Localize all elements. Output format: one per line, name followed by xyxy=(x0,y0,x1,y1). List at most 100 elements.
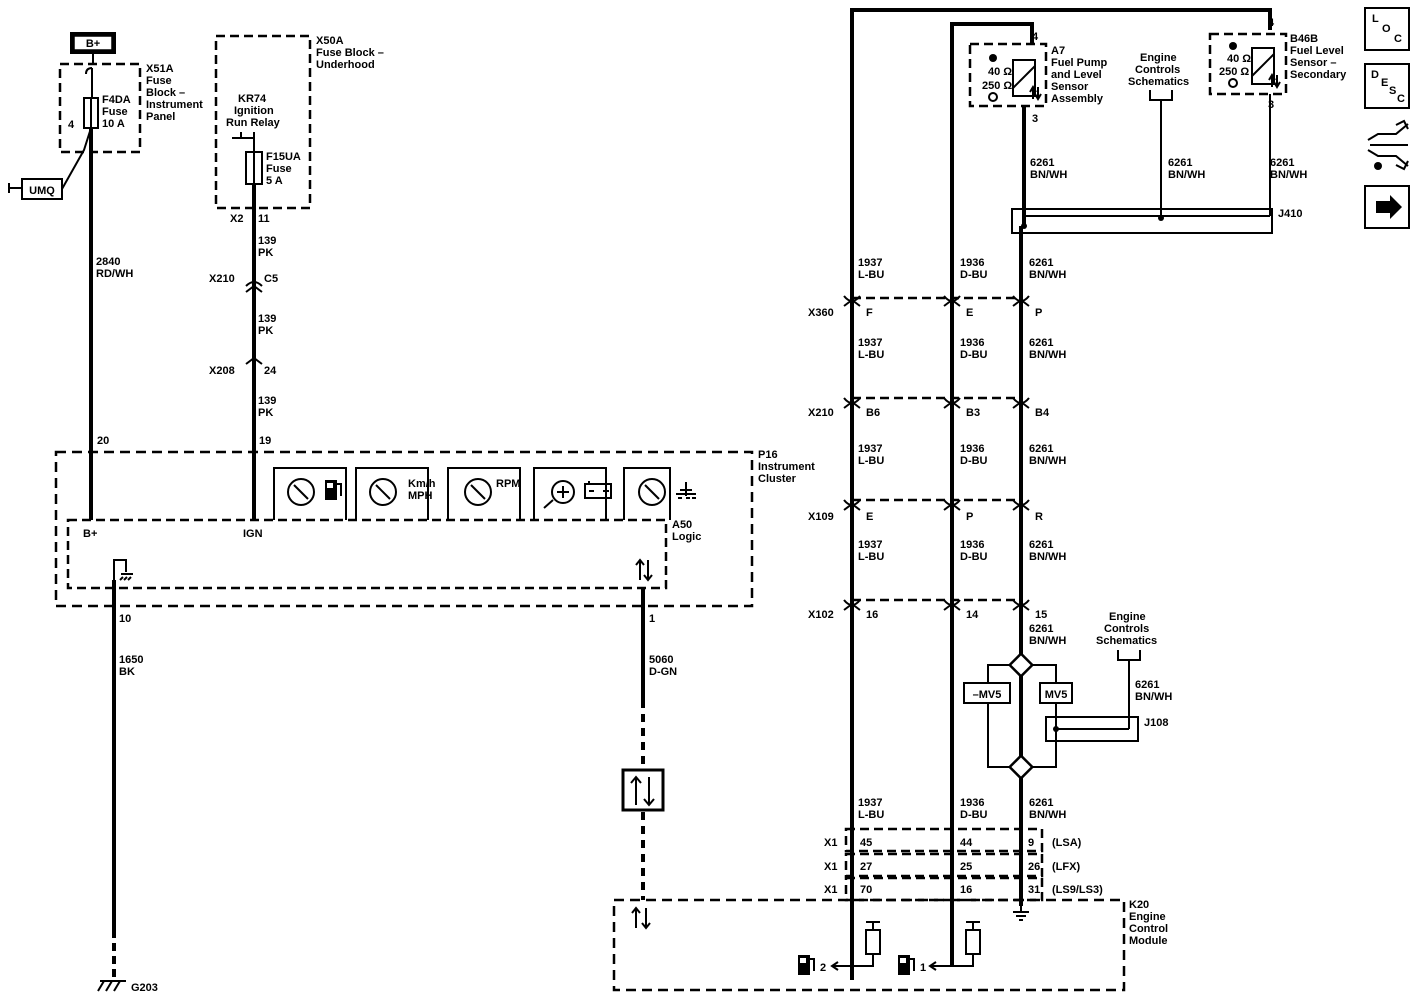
fuse-block-uh-l2: Underhood xyxy=(316,59,375,71)
j410-label: J410 xyxy=(1278,208,1302,220)
connector-x102: X102 16 14 15 xyxy=(808,598,1047,621)
svg-text:L-BU: L-BU xyxy=(858,349,884,361)
svg-text:X360: X360 xyxy=(808,307,834,319)
svg-text:1936: 1936 xyxy=(960,337,984,349)
a7-fuel-pump-assembly: 40 Ω 250 Ω 4 3 A7 Fuel Pump and Level Se… xyxy=(968,31,1108,125)
logic-ground xyxy=(113,559,133,581)
svg-text:1937: 1937 xyxy=(858,257,882,269)
fuse-f4da-id: F4DA xyxy=(102,94,131,106)
svg-text:D: D xyxy=(1371,69,1379,81)
fuse-f15ua-id: F15UA xyxy=(266,151,301,163)
bplus-source: B+ xyxy=(70,32,116,64)
svg-text:6261: 6261 xyxy=(1029,539,1053,551)
svg-text:(LSA): (LSA) xyxy=(1052,837,1082,849)
svg-text:25: 25 xyxy=(960,861,972,873)
wire-6261-num-a: 6261 xyxy=(1030,157,1054,169)
relay-l2: Run Relay xyxy=(226,117,281,129)
svg-text:Controls: Controls xyxy=(1104,623,1149,635)
svg-text:1937: 1937 xyxy=(858,539,882,551)
svg-text:1937: 1937 xyxy=(858,797,882,809)
fuse-block-ip-l1: Fuse xyxy=(146,75,172,87)
wire-5060-num: 5060 xyxy=(649,654,673,666)
temp-gauge xyxy=(623,467,696,520)
fuse-f15ua-l1: Fuse xyxy=(266,163,292,175)
out-2: 2 xyxy=(820,962,826,974)
data-arrows-icon xyxy=(635,558,653,582)
b46b-l3: Secondary xyxy=(1290,69,1347,81)
pin-10: 10 xyxy=(119,613,131,625)
svg-text:6261: 6261 xyxy=(1029,623,1053,635)
svg-text:C: C xyxy=(1394,33,1402,45)
fuel-gauge xyxy=(273,467,347,520)
x210-c5-conn: X210 xyxy=(209,273,235,285)
svg-text:6261: 6261 xyxy=(1029,257,1053,269)
cluster-l2: Cluster xyxy=(758,473,797,485)
ecs-top-l2: Controls xyxy=(1135,64,1180,76)
svg-text:BN/WH: BN/WH xyxy=(1135,691,1172,703)
svg-text:X1: X1 xyxy=(824,861,837,873)
cluster-l1: Instrument xyxy=(758,461,815,473)
svg-text:L-BU: L-BU xyxy=(858,269,884,281)
connector-x1-ls: X1 70 16 31 (LS9/LS3) xyxy=(824,876,1103,902)
wire-6261-color-c: BN/WH xyxy=(1270,169,1307,181)
pin-20: 20 xyxy=(97,435,109,447)
x2-conn: X2 xyxy=(230,213,243,225)
svg-text:6261: 6261 xyxy=(1029,337,1053,349)
relay-l1: Ignition xyxy=(234,105,274,117)
svg-text:26: 26 xyxy=(1028,861,1040,873)
svg-text:BN/WH: BN/WH xyxy=(1029,455,1066,467)
svg-text:(LS9/LS3): (LS9/LS3) xyxy=(1052,884,1103,896)
fuse-f15ua: F15UA Fuse 5 A xyxy=(245,151,301,187)
fuel-pump-icon-2 xyxy=(798,955,815,975)
ecm-id: K20 xyxy=(1129,899,1149,911)
fuse-block-ip-l2: Block – xyxy=(146,87,185,99)
a7-l2: and Level xyxy=(1051,69,1102,81)
wire-139-color-b: PK xyxy=(258,325,273,337)
svg-text:BN/WH: BN/WH xyxy=(1029,349,1066,361)
svg-text:O: O xyxy=(1382,23,1391,35)
fuse-f4da: F4DA Fuse 10 A 4 xyxy=(68,67,131,131)
instrument-cluster: P16 Instrument Cluster A50 Logic B+ IGN xyxy=(54,449,815,608)
description-button[interactable]: D E S C xyxy=(1364,63,1410,109)
fuse-block-ip-l3: Instrument xyxy=(146,99,203,111)
svg-text:BN/WH: BN/WH xyxy=(1029,269,1066,281)
ecm-l3: Module xyxy=(1129,935,1168,947)
svg-text:X1: X1 xyxy=(824,837,837,849)
pin-1: 1 xyxy=(649,613,655,625)
engine-controls-ref-mid: Engine Controls Schematics xyxy=(1096,611,1157,729)
svg-text:D-BU: D-BU xyxy=(960,551,988,563)
svg-text:S: S xyxy=(1389,85,1396,97)
b46b-l1: Fuel Level xyxy=(1290,45,1344,57)
connector-x360: X360 F E P xyxy=(808,295,1042,319)
x210-c5-pin: C5 xyxy=(264,273,278,285)
fuel-pump-icon-1 xyxy=(898,955,915,975)
wire-1936 xyxy=(950,22,1034,966)
svg-text:15: 15 xyxy=(1035,609,1047,621)
umq-label: UMQ xyxy=(29,185,55,197)
wire-139-num-c: 139 xyxy=(258,395,276,407)
a7-id: A7 xyxy=(1051,45,1065,57)
splice-j108: J108 xyxy=(1045,716,1168,742)
serial-data-icon xyxy=(621,768,665,812)
fuse-block-uh: X50A Fuse Block – Underhood xyxy=(214,34,384,210)
battery-icon xyxy=(584,481,612,499)
connector-view-icon[interactable] xyxy=(1367,119,1409,171)
wire-6261-color-b: BN/WH xyxy=(1168,169,1205,181)
svg-text:X102: X102 xyxy=(808,609,834,621)
svg-text:BN/WH: BN/WH xyxy=(1029,551,1066,563)
j108-label: J108 xyxy=(1144,717,1168,729)
connector-x1-lsa: X1 45 44 9 (LSA) xyxy=(824,827,1082,853)
next-page-button[interactable] xyxy=(1364,185,1410,229)
svg-text:31: 31 xyxy=(1028,884,1040,896)
wire-6261-color-a: BN/WH xyxy=(1030,169,1067,181)
svg-text:D-BU: D-BU xyxy=(960,269,988,281)
speed-gauge: Km/h MPH xyxy=(355,467,436,520)
x208-pin: 24 xyxy=(264,365,277,377)
location-button[interactable]: L O C xyxy=(1364,7,1410,51)
a7-pin-top: 4 xyxy=(1032,31,1039,43)
svg-text:B6: B6 xyxy=(866,407,880,419)
logic-id: A50 xyxy=(672,519,692,531)
fuse-block-ip-l4: Panel xyxy=(146,111,175,123)
svg-text:BN/WH: BN/WH xyxy=(1029,809,1066,821)
